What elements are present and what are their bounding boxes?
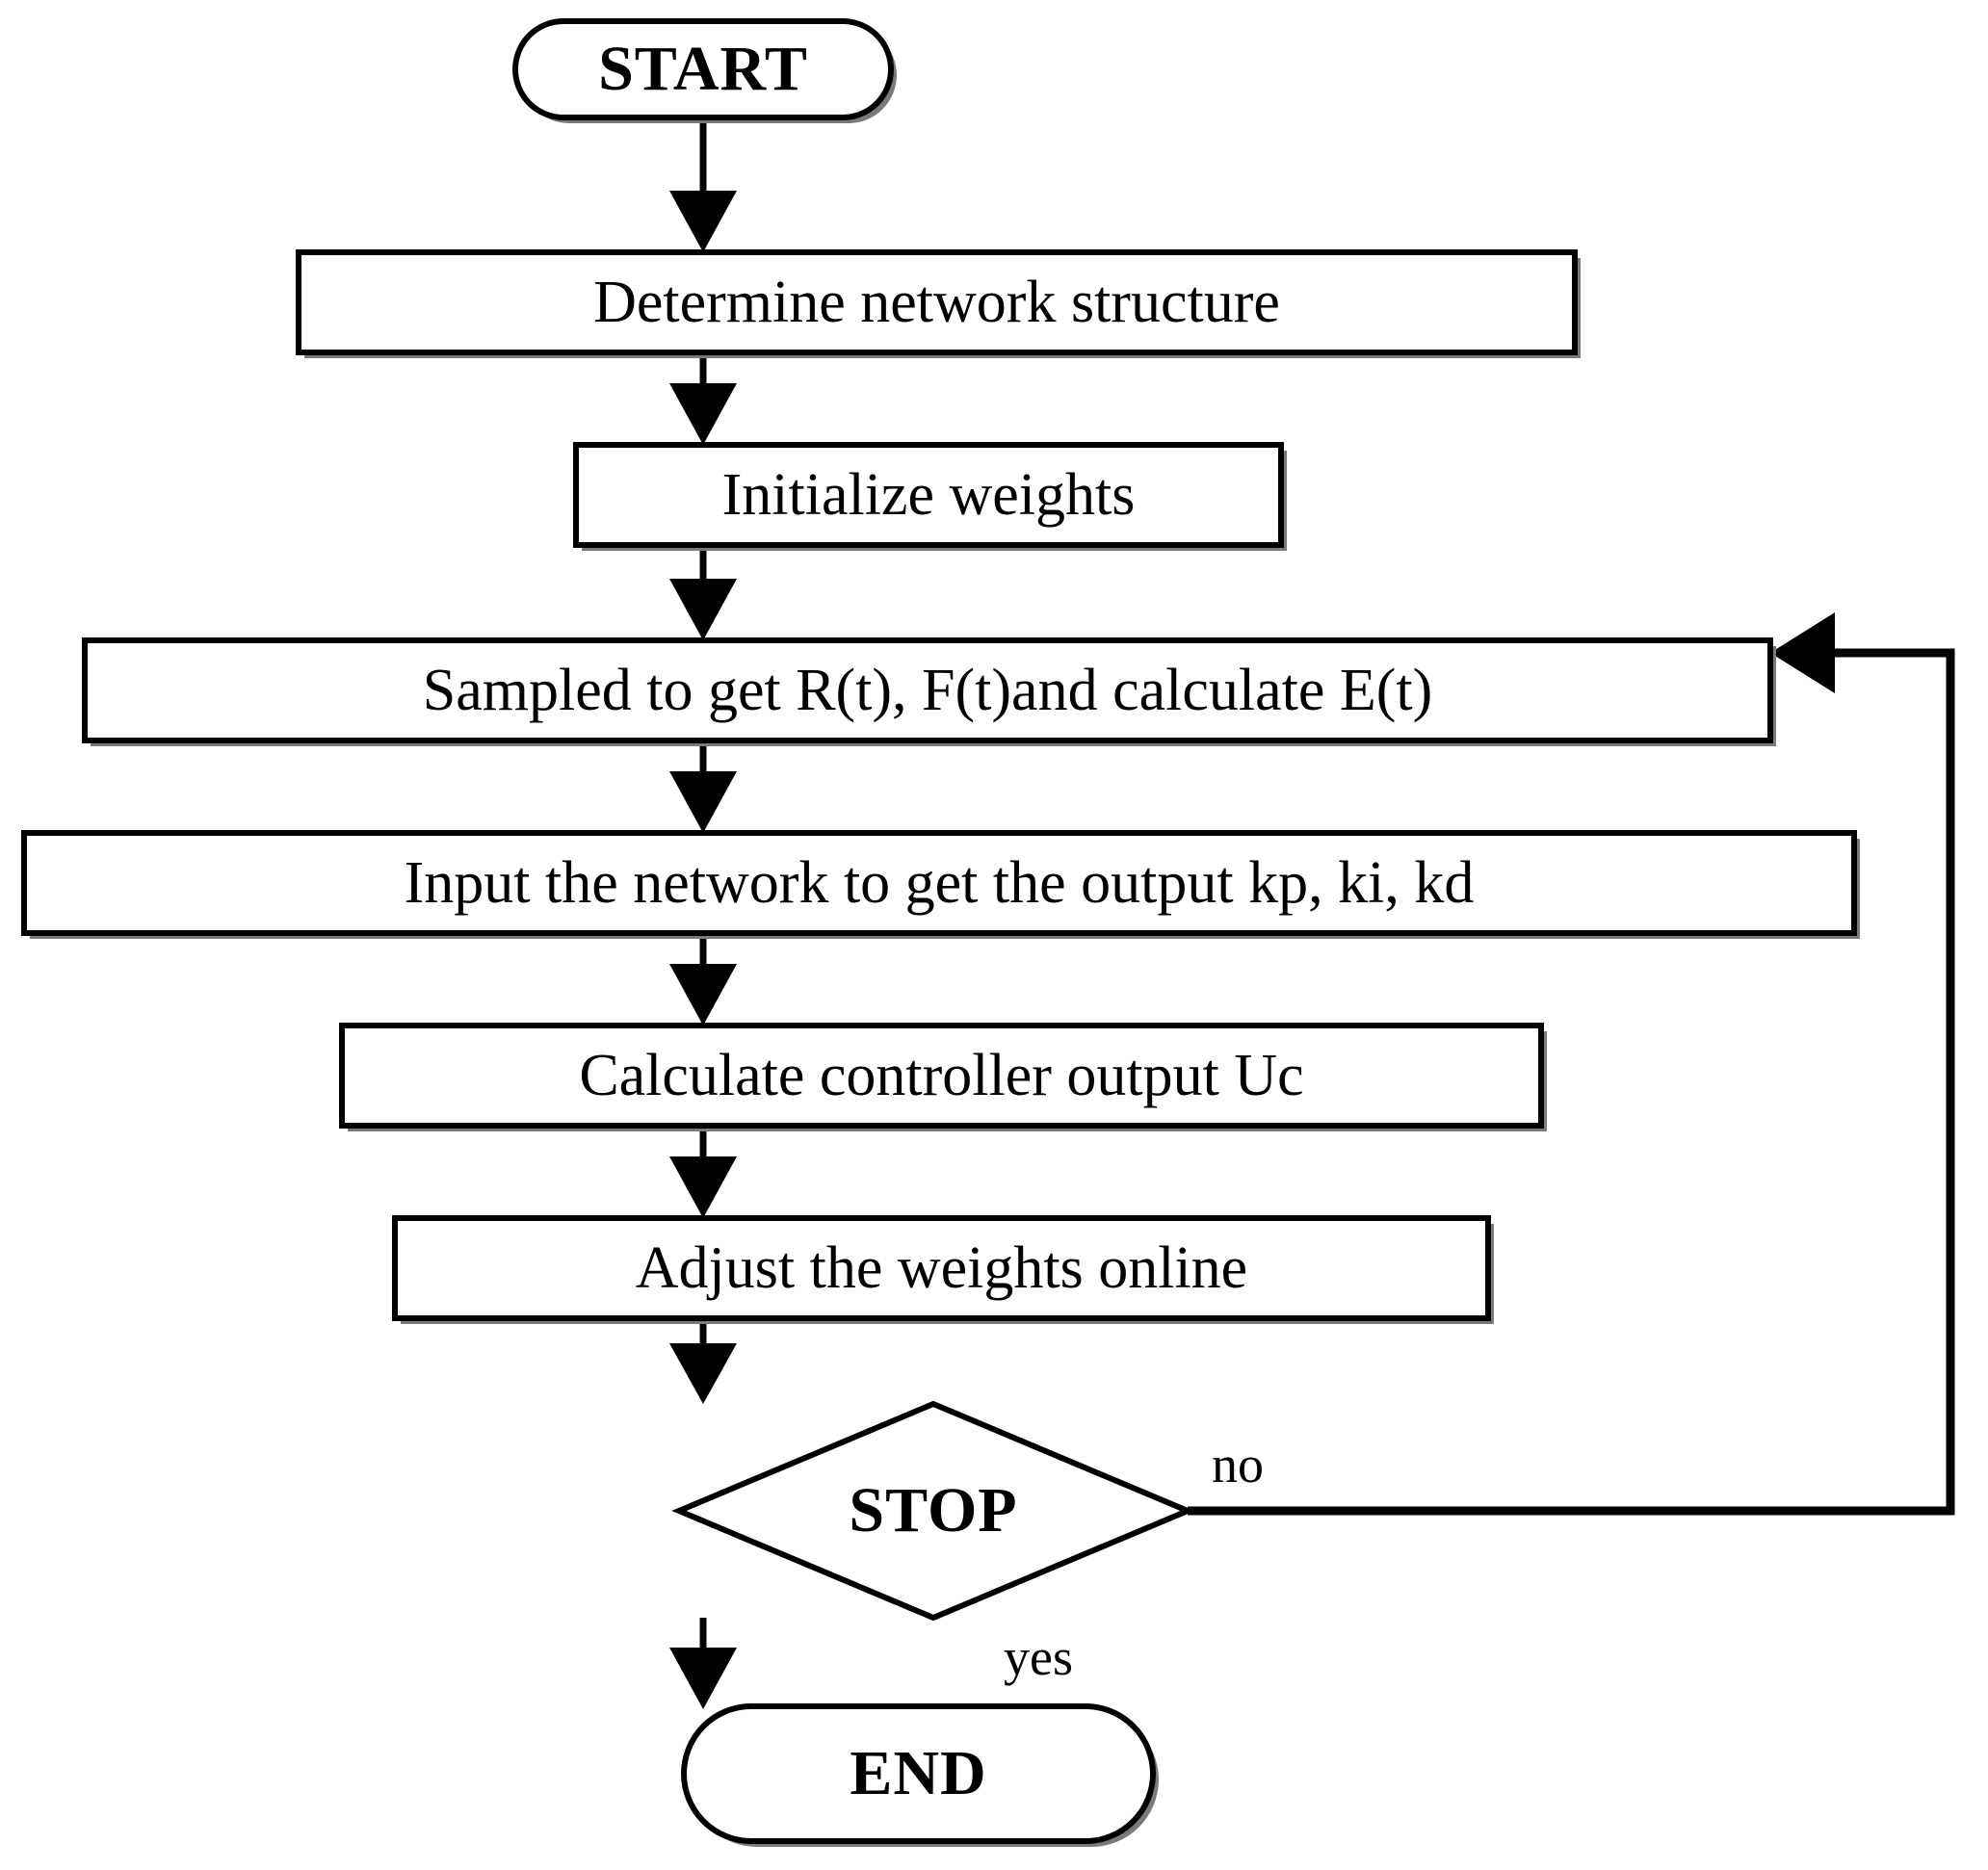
- node-stop-decision[interactable]: STOP: [679, 1404, 1188, 1618]
- node-start-label: START: [598, 34, 808, 104]
- node-determine-network-structure[interactable]: Determine network structure: [299, 252, 1575, 352]
- edge-determine-to-init: [669, 352, 737, 445]
- node-initialize-weights-label: Initialize weights: [721, 462, 1136, 528]
- node-shape-adjust-weights-online: [392, 1215, 1494, 1324]
- node-calculate-controller-output[interactable]: Calculate controller output Uc: [342, 1026, 1541, 1126]
- edge-adjust-to-stop: [669, 1318, 737, 1404]
- node-start[interactable]: START: [515, 21, 891, 117]
- node-shape-initialize-weights: [573, 442, 1287, 551]
- node-adjust-weights-online-label: Adjust the weights online: [635, 1235, 1248, 1301]
- node-sampled-calculate-error[interactable]: Sampled to get R(t), F(t)and calculate E…: [85, 640, 1770, 740]
- node-shape-sampled-calculate-error: [82, 637, 1776, 746]
- edge-label-no-text: no: [1212, 1436, 1264, 1493]
- node-calculate-controller-output-label: Calculate controller output Uc: [579, 1043, 1304, 1108]
- node-input-network-get-output-label: Input the network to get the output kp, …: [404, 850, 1475, 916]
- node-initialize-weights[interactable]: Initialize weights: [576, 445, 1281, 545]
- edge-sampled-to-input: [669, 740, 737, 833]
- node-shape-stop-decision: [671, 1400, 1195, 1622]
- node-adjust-weights-online[interactable]: Adjust the weights online: [395, 1218, 1488, 1318]
- edge-stop-to-end: [669, 1618, 737, 1709]
- node-end[interactable]: END: [684, 1706, 1153, 1841]
- edge-label-yes: yes: [1004, 1627, 1158, 1687]
- node-shape-start: [512, 18, 897, 123]
- node-shape-input-network-get-output: [21, 830, 1860, 939]
- edge-stop-to-sampled-loop: [1188, 612, 1955, 1516]
- node-determine-network-structure-label: Determine network structure: [593, 270, 1280, 335]
- edge-start-to-determine: [669, 117, 737, 252]
- edge-calculate-to-adjust: [669, 1126, 737, 1218]
- node-shape-end: [681, 1703, 1159, 1847]
- node-shape-determine-network-structure: [296, 249, 1581, 358]
- node-sampled-calculate-error-label: Sampled to get R(t), F(t)and calculate E…: [422, 658, 1433, 723]
- node-end-label: END: [850, 1738, 987, 1808]
- node-stop-decision-label: STOP: [849, 1475, 1018, 1545]
- node-input-network-get-output[interactable]: Input the network to get the output kp, …: [24, 833, 1854, 933]
- edge-label-no: no: [1212, 1435, 1327, 1494]
- edge-label-yes-text: yes: [1004, 1628, 1073, 1686]
- edge-input-to-calculate: [669, 933, 737, 1026]
- node-shape-calculate-controller-output: [339, 1023, 1547, 1131]
- edge-init-to-sampled: [669, 545, 737, 640]
